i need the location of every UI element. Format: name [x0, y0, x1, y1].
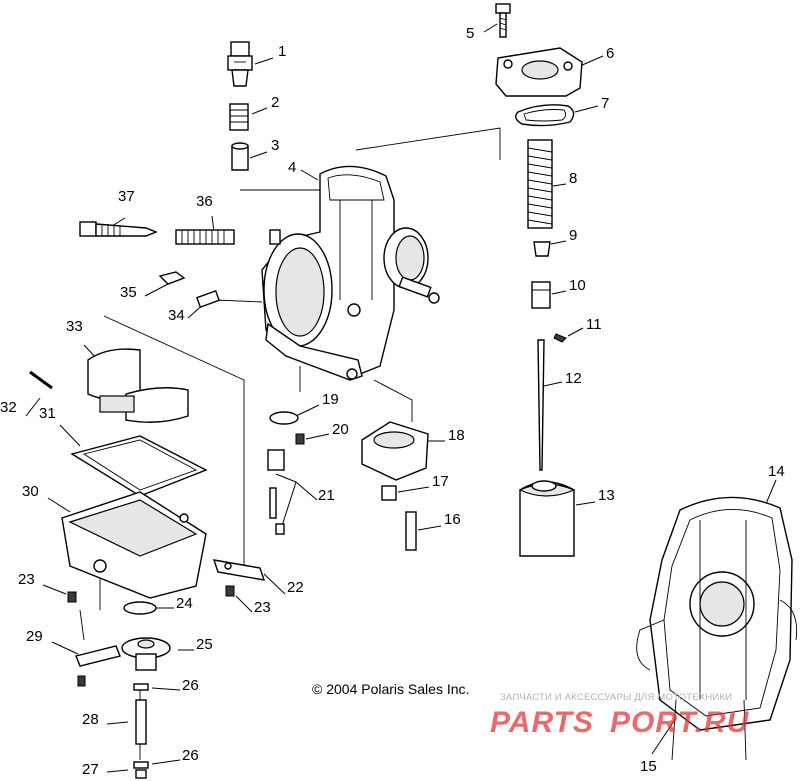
- part-28-tube: [135, 699, 147, 745]
- callout-17: 17: [432, 473, 449, 490]
- callout-16: 16: [444, 511, 461, 528]
- callout-numbers: 1234567891011121314151617181920212223232…: [0, 25, 785, 778]
- part-14-15-assembled-view: [636, 496, 798, 761]
- part-23-bolt-right: [225, 585, 235, 597]
- callout-32: 32: [0, 399, 17, 416]
- part-24-o-ring: [123, 601, 157, 615]
- callout-4: 4: [288, 159, 296, 176]
- callout-9: 9: [569, 227, 577, 244]
- part-22-bracket: [212, 559, 266, 581]
- callout-28: 28: [82, 711, 99, 728]
- callout-12: 12: [565, 370, 582, 387]
- callout-20: 20: [332, 421, 349, 438]
- watermark-brand-left: PARTS: [490, 706, 594, 739]
- part-20-screw: [295, 433, 305, 445]
- part-26-washer-top: [133, 683, 149, 691]
- part-6-top-cap: [495, 47, 583, 97]
- callout-3: 3: [271, 137, 279, 154]
- callout-24: 24: [176, 595, 193, 612]
- part-30-float-bowl: [61, 491, 207, 599]
- part-36-idle-spring: [175, 229, 235, 245]
- callout-15: 15: [640, 758, 657, 775]
- callout-25: 25: [196, 636, 213, 653]
- callout-29: 29: [26, 628, 43, 645]
- part-29-plate: [75, 645, 121, 687]
- part-13-throttle-slide: [518, 480, 576, 557]
- part-27-cap: [135, 769, 147, 779]
- part-34-pilot-spring: [195, 289, 221, 309]
- part-9-retainer: [533, 241, 551, 257]
- callout-26: 26: [182, 747, 199, 764]
- callout-19: 19: [322, 391, 339, 408]
- part-37-idle-screw: [79, 221, 158, 237]
- callout-26: 26: [182, 677, 199, 694]
- part-18-cover: [361, 421, 429, 481]
- part-23-bolt-left: [67, 591, 77, 603]
- part-17-bolt: [381, 485, 397, 501]
- part-10-holder: [531, 281, 551, 309]
- callout-23: 23: [18, 571, 35, 588]
- parts: [29, 3, 798, 779]
- callout-6: 6: [606, 45, 614, 62]
- part-33-float: [87, 348, 189, 423]
- callout-22: 22: [287, 579, 304, 596]
- part-5-screw: [495, 3, 511, 38]
- callout-7: 7: [601, 95, 609, 112]
- callout-37: 37: [118, 188, 135, 205]
- part-19-o-ring: [269, 411, 299, 425]
- callout-1: 1: [278, 43, 286, 60]
- callout-33: 33: [66, 318, 83, 335]
- callout-21: 21: [318, 487, 335, 504]
- part-2-spring: [229, 103, 249, 131]
- part-31-bowl-gasket: [70, 435, 208, 497]
- callout-36: 36: [196, 193, 213, 210]
- callout-18: 18: [448, 427, 465, 444]
- callout-2: 2: [271, 94, 279, 111]
- callout-30: 30: [22, 483, 39, 500]
- watermark-tagline: ЗАПЧАСТИ И АКСЕССУАРЫ ДЛЯ МОТОТЕХНИКИ: [500, 692, 732, 703]
- callout-10: 10: [569, 277, 586, 294]
- part-8-slide-spring: [527, 139, 553, 229]
- part-4-carburetor-body: [261, 165, 440, 381]
- part-25-drain-plug: [121, 637, 171, 671]
- part-1-fitting: [227, 41, 253, 87]
- part-16-pin: [405, 511, 417, 551]
- copyright-notice: © 2004 Polaris Sales Inc.: [312, 681, 469, 697]
- callout-27: 27: [82, 761, 99, 778]
- callout-5: 5: [466, 25, 474, 42]
- part-3-jet: [231, 142, 249, 171]
- watermark-brand-right: PORT.RU: [610, 706, 750, 739]
- part-12-jet-needle: [537, 339, 545, 471]
- callout-34: 34: [168, 307, 185, 324]
- part-35-pilot-screw: [158, 271, 186, 285]
- callout-11: 11: [586, 316, 602, 333]
- callout-8: 8: [569, 170, 577, 187]
- part-32-float-pin: [29, 370, 53, 390]
- part-11-clip: [553, 333, 567, 343]
- watermark: ЗАПЧАСТИ И АКСЕССУАРЫ ДЛЯ МОТОТЕХНИКИ PA…: [490, 692, 750, 739]
- part-26-washer-bottom: [133, 761, 149, 769]
- callout-23: 23: [254, 599, 271, 616]
- callout-31: 31: [39, 405, 56, 422]
- callout-35: 35: [120, 284, 137, 301]
- callout-14: 14: [768, 463, 785, 480]
- part-7-cap-gasket: [515, 104, 575, 127]
- part-21-main-jet: [267, 449, 285, 535]
- callout-13: 13: [598, 487, 615, 504]
